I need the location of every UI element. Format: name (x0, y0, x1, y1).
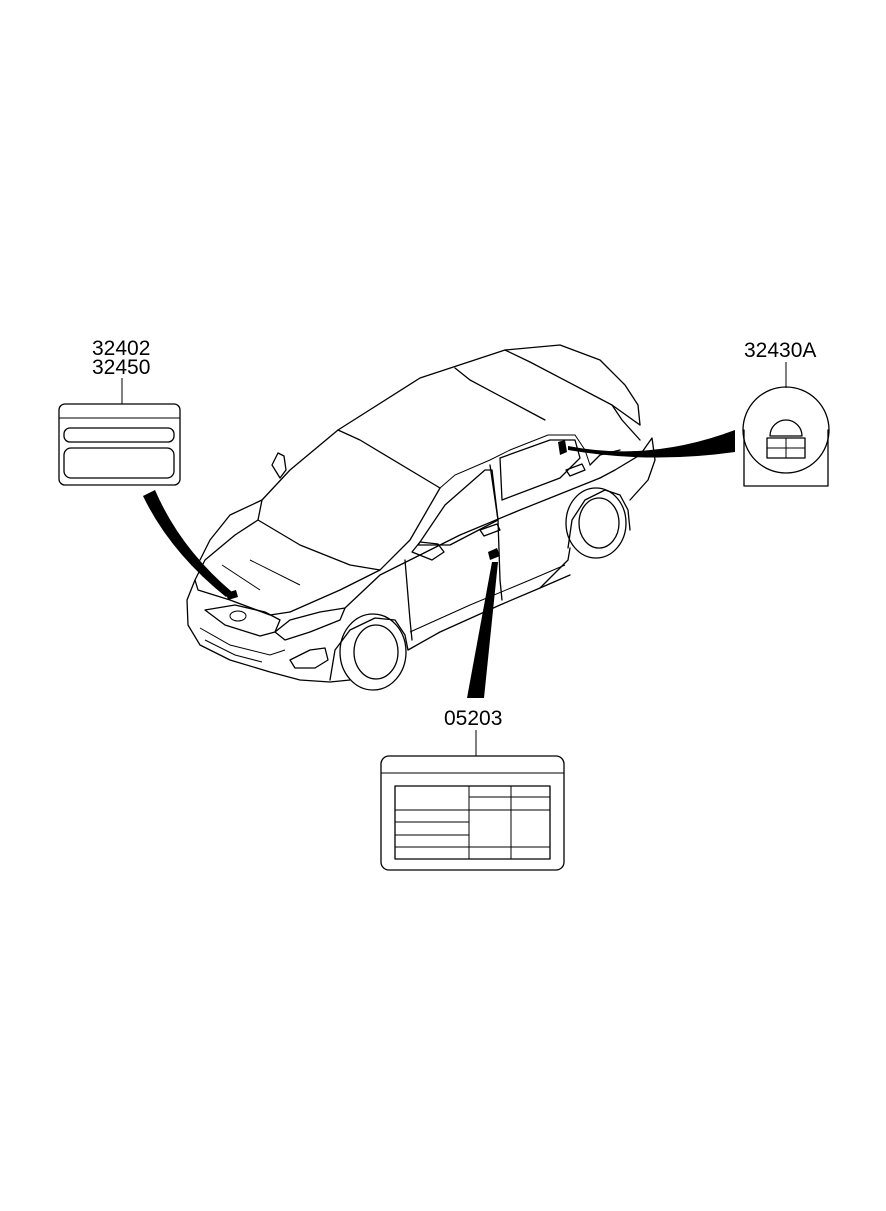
hood-leader-wedge (143, 490, 232, 597)
part-number-05203: 05203 (444, 707, 502, 730)
fuel-door-leader-wedge (568, 430, 735, 458)
part-number-32450: 32450 (92, 356, 150, 379)
door-pillar-mark (488, 548, 500, 560)
part-number-32402: 32402 (92, 337, 150, 360)
fuel-door-mark (558, 440, 567, 455)
door-pillar-label-callout: 05203 (380, 707, 565, 871)
door-pillar-leader-wedge (467, 562, 498, 698)
hood-label-callout: 32402 32450 (58, 337, 181, 486)
fuel-door-label-callout: 32430A (742, 339, 830, 487)
hood-label-mark (226, 590, 238, 600)
part-number-32430A: 32430A (744, 339, 816, 362)
hood-label-icon (58, 403, 181, 486)
car-illustration (186, 344, 656, 691)
fuel-door-label-icon (742, 386, 830, 487)
door-pillar-label-icon (380, 755, 565, 871)
